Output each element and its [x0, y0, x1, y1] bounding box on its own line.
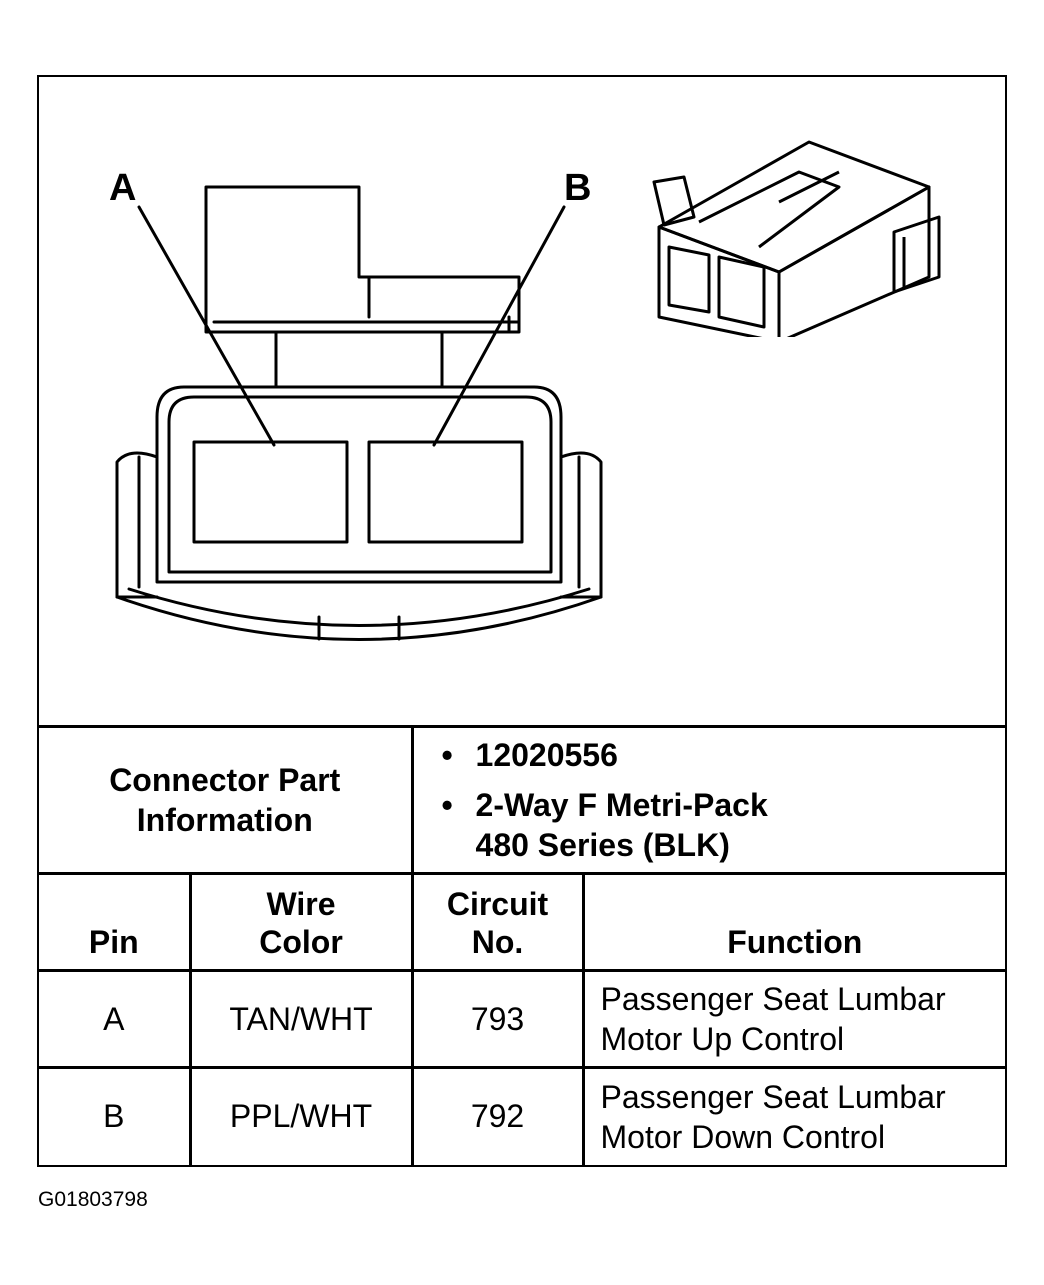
iso-latch-tab	[652, 175, 696, 227]
base-curve-outer	[115, 595, 603, 641]
connector-body-outer	[155, 385, 563, 584]
connector-part-label: Connector Part Information	[39, 725, 414, 875]
iso-cavity-a	[667, 245, 711, 314]
clip-right-outer	[559, 451, 603, 599]
iso-latch-arm	[698, 170, 841, 249]
table-row: A TAN/WHT 793 Passenger Seat Lumbar Moto…	[39, 969, 1006, 1069]
pin-label-b: B	[564, 167, 592, 209]
latch-top	[204, 185, 521, 334]
row-b-function-line1: Passenger Seat Lumbar	[600, 1078, 946, 1115]
header-pin-text: Pin	[88, 924, 139, 960]
connector-part-details: • 12020556 • 2-Way F Metri-Pack 480 Seri…	[410, 725, 1006, 875]
connector-info-row: Connector Part Information • 12020556 • …	[39, 725, 1006, 875]
base-curve-inner	[127, 587, 591, 627]
row-a-circuit: 793	[410, 969, 585, 1069]
clip-left-outer	[115, 451, 159, 599]
header-circuit-line2: No.	[471, 924, 524, 960]
row-b-function: Passenger Seat Lumbar Motor Down Control	[581, 1066, 1006, 1165]
cavity-b	[367, 440, 524, 544]
part-number: 12020556	[475, 737, 618, 773]
figure-id: G01803798	[38, 1188, 148, 1211]
connector-part-label-line2: Information	[136, 802, 313, 838]
connector-body-inner	[167, 395, 553, 574]
row-a-pin: A	[39, 969, 192, 1069]
row-a-function-line1: Passenger Seat Lumbar	[600, 981, 946, 1017]
row-a-wire-color: TAN/WHT	[188, 969, 414, 1069]
bullet-icon: •	[441, 737, 453, 773]
part-description-item: • 2-Way F Metri-Pack	[442, 785, 1006, 825]
part-description-line1: 2-Way F Metri-Pack	[475, 787, 768, 823]
header-wire-color-line1: Wire	[266, 886, 336, 922]
connector-table: Connector Part Information • 12020556 • …	[39, 725, 1006, 1165]
row-a-function: Passenger Seat Lumbar Motor Up Control	[581, 969, 1006, 1069]
row-a-function-line2: Motor Up Control	[600, 1021, 845, 1057]
iso-front-face	[657, 225, 781, 337]
leader-a	[137, 205, 276, 447]
part-description-line2: 480 Series (BLK)	[475, 827, 730, 863]
header-wire-color: Wire Color	[188, 872, 414, 972]
figure-frame: A B Conn	[37, 75, 1007, 1167]
iso-side-clip	[892, 215, 941, 294]
table-row: B PPL/WHT 792 Passenger Seat Lumbar Moto…	[39, 1066, 1006, 1165]
connector-face-view	[115, 185, 603, 641]
header-wire-color-line2: Color	[259, 924, 343, 960]
header-pin: Pin	[39, 872, 192, 972]
header-circuit: Circuit No.	[410, 872, 585, 972]
cavity-a	[192, 440, 349, 544]
header-circuit-line1: Circuit	[446, 886, 549, 922]
bullet-icon: •	[441, 787, 453, 823]
row-b-function-line2: Motor Down Control	[600, 1118, 886, 1155]
connector-isometric-view	[652, 140, 941, 337]
pin-label-a: A	[109, 167, 137, 209]
iso-latch-ridge	[778, 170, 840, 204]
connector-neck	[274, 330, 444, 389]
header-row: Pin Wire Color Circuit No. Function	[39, 872, 1006, 972]
row-b-pin: B	[39, 1066, 192, 1165]
header-function: Function	[581, 872, 1006, 972]
iso-right-face	[778, 185, 931, 337]
header-function-text: Function	[727, 924, 863, 960]
iso-cavity-b	[717, 255, 766, 329]
part-number-item: • 12020556	[442, 735, 1006, 775]
connector-part-label-line1: Connector Part	[109, 762, 341, 798]
row-b-wire-color: PPL/WHT	[188, 1066, 414, 1165]
leader-b	[432, 205, 566, 447]
connector-drawing: A B	[39, 77, 1005, 725]
row-b-circuit: 792	[410, 1066, 585, 1165]
